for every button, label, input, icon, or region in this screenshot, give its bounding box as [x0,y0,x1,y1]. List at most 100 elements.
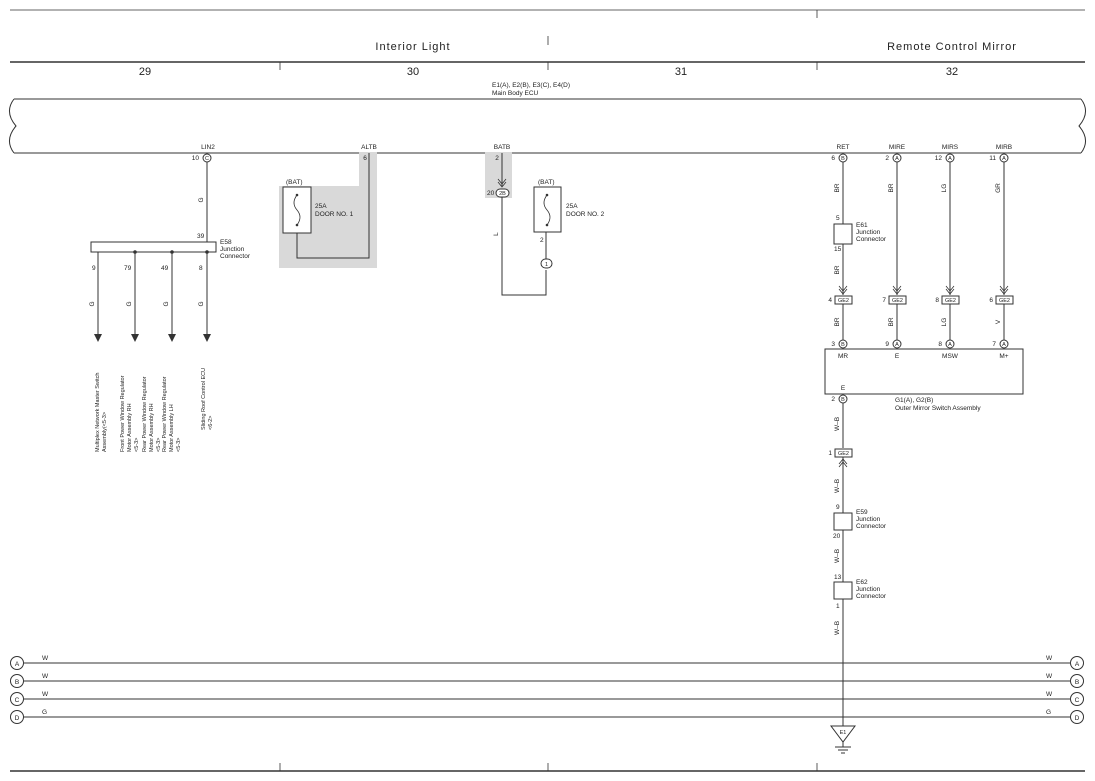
pin-number: 1 [836,603,840,610]
ecu-connector-ids: E1(A), E2(B), E3(C), E4(D) [492,82,570,89]
pin-number: 79 [124,265,132,272]
connector-label: Connector [856,236,887,243]
destination-label: <5-3> [134,438,140,452]
destination-label: <6-2> [208,416,214,430]
destination-label: <5-3> [176,438,182,452]
footer-frame [10,763,1085,772]
bus-letter-left: B [15,679,19,686]
wire-color: BR [888,183,895,192]
switch-name: Outer Mirror Switch Assembly [895,405,981,412]
connector-label: Connector [856,523,887,530]
destination-label: Assembly(<5-3> [102,412,108,452]
connector-letter: A [948,342,952,348]
pin-number: 4 [828,297,832,304]
pin-number: 2 [831,396,835,403]
pin-number: 8 [935,297,939,304]
switch-terminal: MSW [942,353,959,360]
wire-color: G [198,301,205,306]
wire-color: BR [834,317,841,326]
connector-letter: B [841,156,845,162]
pin-number: 9 [92,265,96,272]
wire-color: W–B [834,417,841,431]
fuse-name: DOOR NO. 1 [315,211,354,218]
wire-color: G [89,301,96,306]
wire-color: BR [888,317,895,326]
connector-id-e58: E58 [220,239,232,246]
switch-terminal: E [841,385,846,392]
bus-wire-color: W [1046,655,1053,662]
connector-letter: A [895,342,899,348]
bus-letter-left: C [15,697,20,704]
ecu-name: Main Body ECU [492,90,539,97]
connector-letter: C [205,156,209,162]
bus-wire-color: W [42,655,49,662]
wire-color: G [126,301,133,306]
altb-circuit: ALTB 6 (BAT) 25A DOOR NO. 1 [282,144,377,259]
fuse-rating: 25A [315,203,327,210]
bus-letter-left: D [15,715,20,722]
connector-label: Junction [856,516,881,523]
main-body-ecu: E1(A), E2(B), E3(C), E4(D) Main Body ECU [9,82,1086,154]
header-frame: Interior Light Remote Control Mirror 29 … [10,9,1085,78]
pin-number: 8 [938,341,942,348]
pin-number: 10 [192,155,200,162]
wire-color: BR [834,265,841,274]
wire-color: V [995,319,1002,324]
bus-letter-right: B [1075,679,1079,686]
shaded-regions [279,152,512,268]
destination-label: Multiplex Network Master Switch [95,373,101,452]
junction-connector-e61 [833,223,853,245]
wire-color: LG [941,184,948,193]
wire-color: G [163,301,170,306]
wire-color: LG [941,318,948,327]
pin-label-lin2: LIN2 [201,144,215,151]
destination-label: Front Power Window Regulator [120,375,126,452]
pin-number: 9 [885,341,889,348]
connector-letter: A [948,156,952,162]
ground-triangle [830,725,856,743]
pin-number: 39 [197,233,205,240]
wire-color: L [493,232,500,236]
connector-label: GE2 [838,451,849,457]
pin-label-mirs: MIRS [942,144,959,151]
pin-number: 8 [199,265,203,272]
batb-circuit: BATB 2 20 2B L (BAT) 25A DOOR NO. 2 2 1 [487,144,605,296]
outer-mirror-switch-assembly [824,348,1024,395]
connector-letter: A [895,156,899,162]
connector-letter: A [1002,342,1006,348]
switch-terminal: E [895,353,900,360]
splice-id: 1 [545,262,548,268]
pin-label-mirb: MIRB [996,144,1012,151]
column-number: 30 [407,66,419,78]
mirror-circuit: RET MIRE MIRS MIRB 6 B 2 A 12 A 11 A BR … [824,144,1024,754]
destination-label: <5-3> [156,438,162,452]
bus-letter-right: A [1075,661,1080,668]
fuse-rating: 25A [566,203,578,210]
switch-connector-ids: G1(A), G2(B) [895,397,933,404]
wire-color: W–B [834,479,841,493]
bus-wire-color: W [42,673,49,680]
pin-number: 12 [935,155,943,162]
junction-connector-e58 [90,241,217,253]
pin-number: 7 [882,297,886,304]
fuse-name: DOOR NO. 2 [566,211,605,218]
bus-letter-left: A [15,661,20,668]
destination-label: Sliding Roof Control ECU [201,368,207,430]
junction-pin-number: 20 [487,190,495,197]
connector-letter: B [841,397,845,403]
connector-letter: A [1002,156,1006,162]
junction-connector-e62 [833,581,853,600]
fuse-pin-number: 2 [540,237,544,244]
wire-color: GR [995,183,1002,193]
fuse-source: (BAT) [286,179,303,186]
section-title-remote-mirror: Remote Control Mirror [887,41,1017,53]
bus-lines: A B C D A B C D W W W G W W W G [10,655,1084,724]
connector-id-e61: E61 [856,222,868,229]
pin-number: 15 [834,246,842,253]
pin-number: 6 [363,155,367,162]
connector-letter: B [841,342,845,348]
pin-number: 2 [495,155,499,162]
connector-label: Connector [856,593,887,600]
bus-letter-right: C [1075,697,1080,704]
